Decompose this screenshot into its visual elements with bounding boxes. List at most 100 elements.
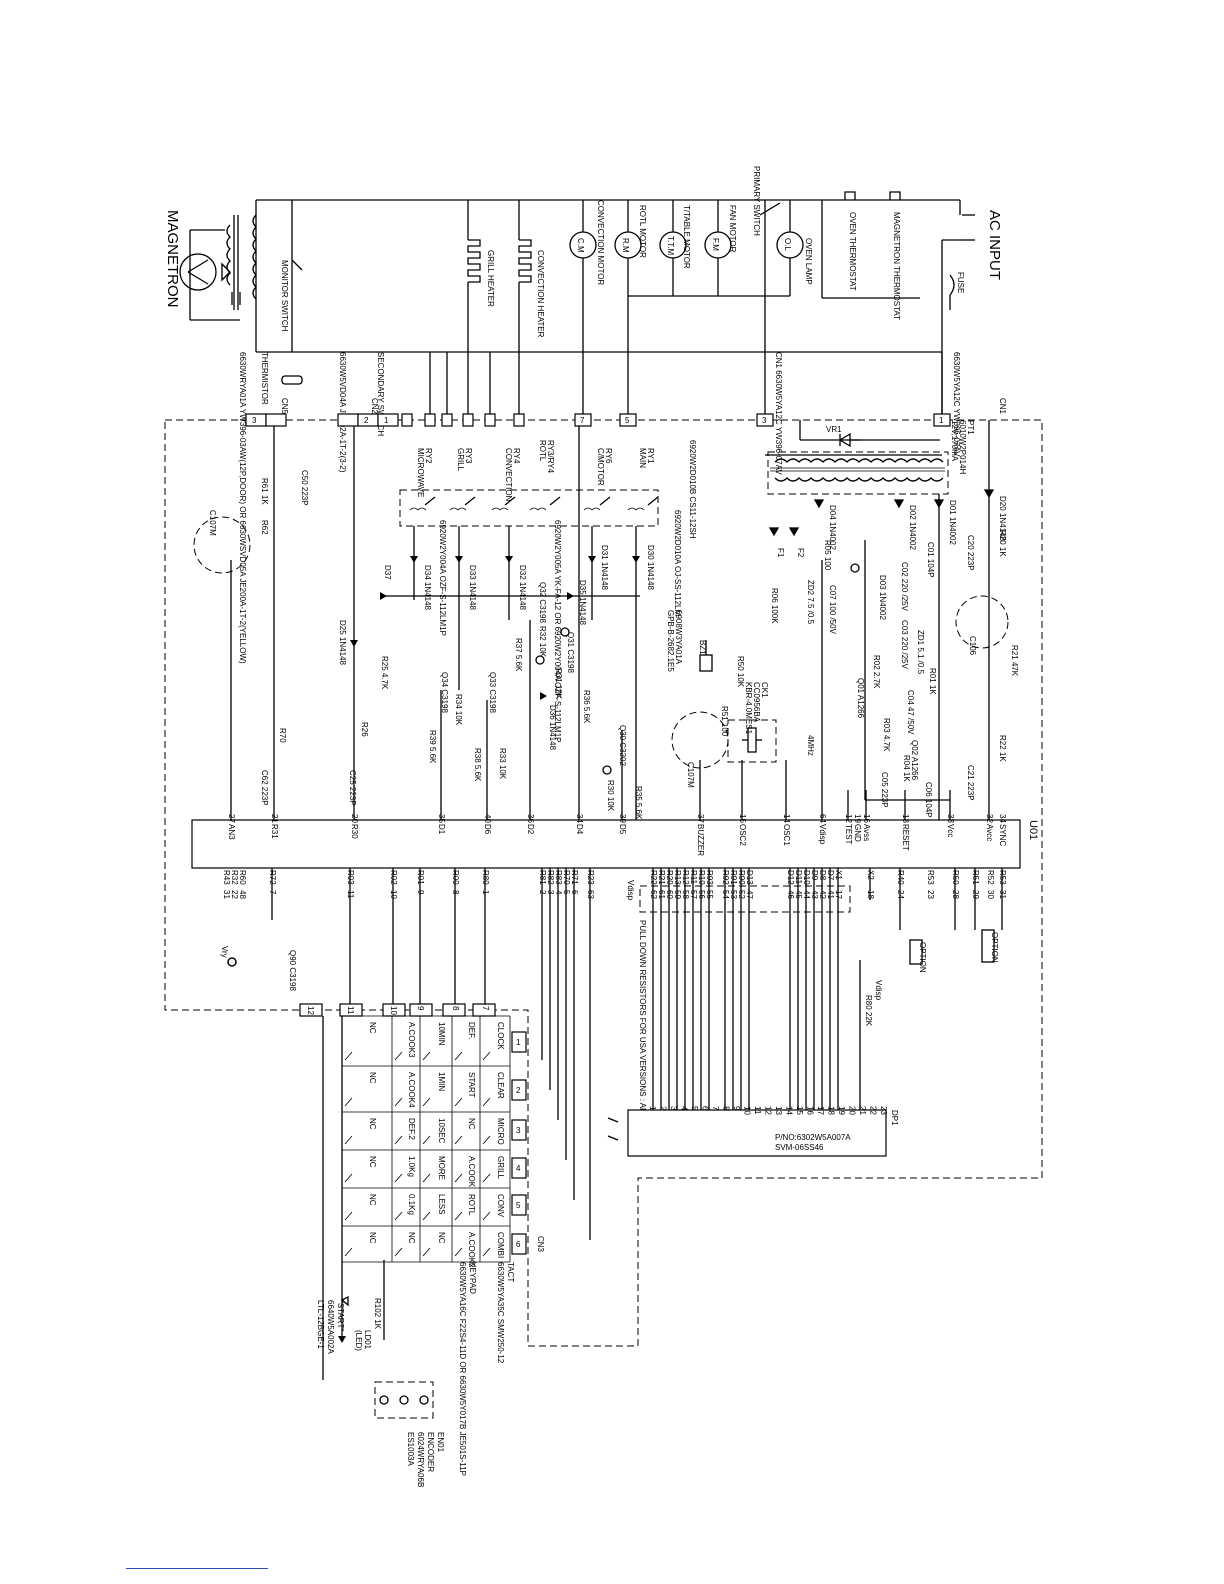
cn3-col-pin-box	[511, 1233, 527, 1255]
pcb-boundary	[164, 419, 1043, 1347]
cn3-col-pin-box	[511, 1119, 527, 1141]
dp1-pin-number: 5	[690, 1106, 699, 1111]
dp1-pin-number: 12	[764, 1106, 773, 1115]
keypad-key: A.COOK	[467, 1156, 476, 1188]
keypad-key: NC	[368, 1022, 377, 1034]
cn1-pin-1: 1	[939, 416, 944, 425]
keypad-switch-mark	[454, 1097, 463, 1107]
u01-pin-number: 23	[926, 890, 935, 899]
motor-fm-label: F.M	[711, 238, 720, 251]
u01-pin-name: D5	[618, 824, 627, 835]
magnetron-thermostat-label: MAGNETRON THERMOSTAT	[892, 212, 901, 320]
keypad-key: CONV	[496, 1194, 505, 1218]
d32-label: D32 1N4148	[518, 565, 527, 610]
u01-pin-number: 34	[998, 814, 1007, 823]
dp1-pin-number: 18	[827, 1106, 836, 1115]
q01-label: Q01 A1266	[856, 678, 865, 719]
keypad-switch-mark	[344, 1247, 353, 1257]
keypad-key: 1.0Kg	[407, 1156, 416, 1177]
cn3-col-pin: 4	[516, 1164, 521, 1173]
thermistor-pn: 6630WRYA01A YW396-03AW(12P,DOOR) OR 6630…	[238, 352, 247, 664]
ck1-freq: 4MHz	[806, 735, 815, 756]
ry3-ref: RY3	[464, 448, 473, 464]
c20-label: C20 223P	[966, 535, 975, 571]
keypad-switch-mark	[344, 1211, 353, 1221]
ac-input-label: AC INPUT	[986, 210, 1003, 280]
q34-label: Q34 C3198	[440, 672, 449, 713]
encoder-label: ENCODER	[426, 1432, 435, 1472]
u01-left-pins: 27AN321R3120R3035D140D636D234D439D537BUZ…	[227, 814, 1007, 856]
r50-label: R50 10K	[736, 656, 745, 688]
u01-pin-name: GND	[853, 824, 862, 842]
q33-label: Q33 C3198	[488, 672, 497, 713]
dp1-pin-number: 21	[858, 1106, 867, 1115]
keypad-switch-mark	[422, 1173, 431, 1183]
keypad-key: GRILL	[496, 1156, 505, 1180]
passive-labels: R20 1K R21 47K R22 1K R01 1K R02 2.7K R0…	[260, 470, 1019, 1330]
led-model: LTL-12BGE-1	[316, 1300, 325, 1349]
cn3-keypad: CN3	[299, 1003, 545, 1253]
u01-pin-name: Vdisp	[818, 824, 827, 845]
u01-pin-name: Vcc	[946, 824, 955, 837]
u01-pin-number: 37	[696, 814, 705, 823]
oven-thermostat-label: OVEN THERMOSTAT	[848, 212, 857, 291]
u01-pin-number: 32	[985, 814, 994, 823]
ld01-label: LD01	[363, 1330, 372, 1350]
cn2-pin-1: 1	[384, 416, 389, 425]
keypad-switch-mark	[454, 1211, 463, 1221]
keypad-switch-mark	[394, 1247, 403, 1257]
c106-label: C106	[968, 636, 977, 656]
keypad-key: NC	[467, 1118, 476, 1130]
u01-pin-number: 13	[901, 814, 910, 823]
led-label: (LED)	[354, 1330, 363, 1351]
r05-label: R05 100	[823, 540, 832, 571]
dp1-pin-number: 7	[711, 1106, 720, 1111]
u01-pin-name: D6	[483, 824, 492, 835]
u01-right-pins: R4331R3222R6048R727R0311R0210R019R008R80…	[222, 870, 1007, 899]
ry6-ref: RY6	[604, 448, 613, 464]
cn1-left-pn: CN1 6630W5YA12C YW396-07AV	[774, 352, 783, 475]
power-section-labels: MAGNETRON AC INPUT PRIMARY SWITCH OVEN T…	[164, 166, 1003, 664]
u01-pin-name: R60	[238, 870, 247, 885]
r33-label: R33 10K	[498, 748, 507, 780]
relay-diodes: D30 1N4148 D31 1N4148 D32 1N4148 D33 1N4…	[338, 426, 655, 820]
cn2-pn: 6630W5VD04A JE202A-1T-2(3-2)	[338, 352, 347, 473]
dp1-pin-number: 17	[816, 1106, 825, 1115]
u01-pin-number: 22	[230, 890, 239, 899]
dp1-pin-number: 3	[669, 1106, 678, 1111]
keypad-key: 10SEC	[437, 1118, 446, 1144]
motor-ttm-label: T.T.M	[666, 236, 675, 255]
keypad-switch-mark	[394, 1173, 403, 1183]
r34-label: R34 10K	[454, 694, 463, 726]
f1-label: F1	[776, 548, 785, 558]
vr1-label: VR1	[826, 425, 842, 434]
ry34-label: ROTL	[538, 440, 547, 462]
cn1-label: CN1	[998, 398, 1007, 415]
keypad-switch-mark	[454, 1051, 463, 1061]
fuse-label: FUSE	[956, 272, 965, 293]
u01-pin-number: 40	[483, 814, 492, 823]
primary-switch-label: PRIMARY SWITCH	[752, 166, 761, 236]
u01-label: U01	[1027, 820, 1039, 840]
dp1-pin-number: 20	[848, 1106, 857, 1115]
zd1-label: ZD1 5.1 /0.5	[916, 630, 925, 675]
u01-pin-number: 12	[844, 814, 853, 823]
cn2-label: CN2	[370, 398, 379, 415]
u01-pin-name: AN3	[227, 824, 236, 840]
u01-pin-number: 34	[575, 814, 584, 823]
dp1-pin-number: 15	[795, 1106, 804, 1115]
dp1-pin-number: 2	[659, 1106, 668, 1111]
r62-label: R70	[278, 728, 287, 743]
c62-label: C62 223P	[260, 770, 269, 806]
u01-pin-name: R52	[986, 870, 995, 885]
option-2-label: OPTION	[990, 932, 999, 963]
cn3-row-pin: 11	[346, 1006, 355, 1015]
ry1-label: MAIN	[638, 448, 647, 468]
cn3-row-pin: 7	[481, 1006, 490, 1011]
cn3-col-pin-box	[511, 1031, 527, 1053]
keypad-labels: TACT 6630W5YA35C SMW250-12 KEYPAD 6630W5…	[458, 1262, 515, 1476]
keypad-key: CLOCK	[496, 1022, 505, 1050]
u01-pin-number: 14	[782, 814, 791, 823]
u01-pin-number: 30	[986, 890, 995, 899]
